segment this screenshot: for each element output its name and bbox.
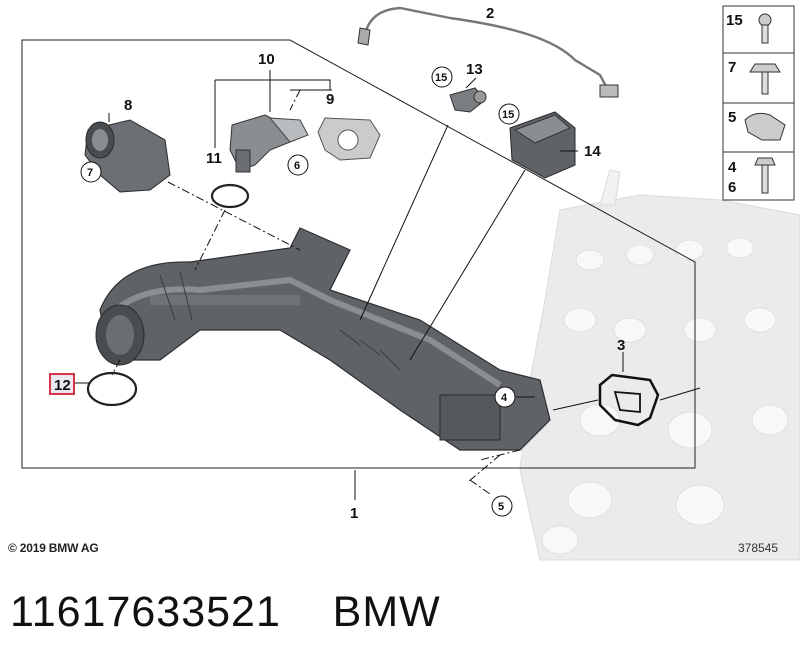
footer-caption: 11617633521 BMW <box>10 588 441 637</box>
callout-13: 13 <box>466 61 483 78</box>
clip-icon <box>744 112 786 141</box>
circled-callout-4: 4 <box>494 386 516 408</box>
sensor-wire-2-illustration <box>357 6 619 98</box>
valve-illustration <box>229 114 309 173</box>
svg-text:7: 7 <box>87 167 93 179</box>
stud-bolt-icon <box>754 157 776 194</box>
module-14-illustration <box>509 111 576 179</box>
circled-callout-7: 7 <box>80 161 102 183</box>
callout-8: 8 <box>124 97 132 114</box>
callout-10: 10 <box>258 51 275 68</box>
circled-callout-15-module: 15 <box>498 103 520 125</box>
torx-screw-icon <box>758 13 772 44</box>
intake-manifold-illustration <box>95 227 551 451</box>
copyright-notice: © 2019 BMW AG <box>8 541 99 555</box>
dash-dot-lines <box>111 89 521 495</box>
side-label-7: 7 <box>728 59 736 76</box>
callout-12: 12 <box>54 377 71 394</box>
callout-14: 14 <box>584 143 601 160</box>
svg-text:4: 4 <box>501 392 508 404</box>
svg-text:15: 15 <box>502 109 514 121</box>
callout-11: 11 <box>206 150 222 167</box>
sensor-13-illustration <box>449 87 487 113</box>
part-number: 11617633521 <box>10 588 281 636</box>
svg-text:5: 5 <box>498 501 504 513</box>
callout-9: 9 <box>326 91 334 108</box>
side-label-6: 6 <box>728 179 736 196</box>
callout-1: 1 <box>350 505 358 522</box>
callout-3: 3 <box>617 337 625 354</box>
side-label-4: 4 <box>728 159 737 176</box>
gasket-9-illustration <box>317 117 381 161</box>
o-ring-12-illustration <box>86 371 138 407</box>
leader-lines <box>75 70 701 500</box>
circled-callout-6: 6 <box>287 154 309 176</box>
side-label-15: 15 <box>726 12 743 29</box>
svg-text:15: 15 <box>435 72 447 84</box>
assembly-frame <box>21 39 696 469</box>
gasket-3-illustration <box>598 373 660 427</box>
drawing-number: 378545 <box>738 541 779 555</box>
highlight-box-12 <box>49 373 75 395</box>
o-ring-11-illustration <box>210 183 250 209</box>
circled-callout-15-sensor: 15 <box>431 66 453 88</box>
brand-name: BMW <box>332 588 441 636</box>
engine-block-illustration <box>519 169 800 561</box>
hardware-side-panel: 15 7 5 4 6 <box>722 5 795 201</box>
circled-callout-5: 5 <box>491 495 513 517</box>
throttle-body-illustration <box>84 119 171 193</box>
hex-bolt-icon <box>749 63 781 95</box>
side-label-5: 5 <box>728 109 736 126</box>
callout-2: 2 <box>486 5 494 22</box>
parts-diagram: 1 2 3 8 9 10 11 12 13 14 4 5 6 7 15 15 1… <box>21 5 800 561</box>
svg-text:6: 6 <box>294 160 300 172</box>
